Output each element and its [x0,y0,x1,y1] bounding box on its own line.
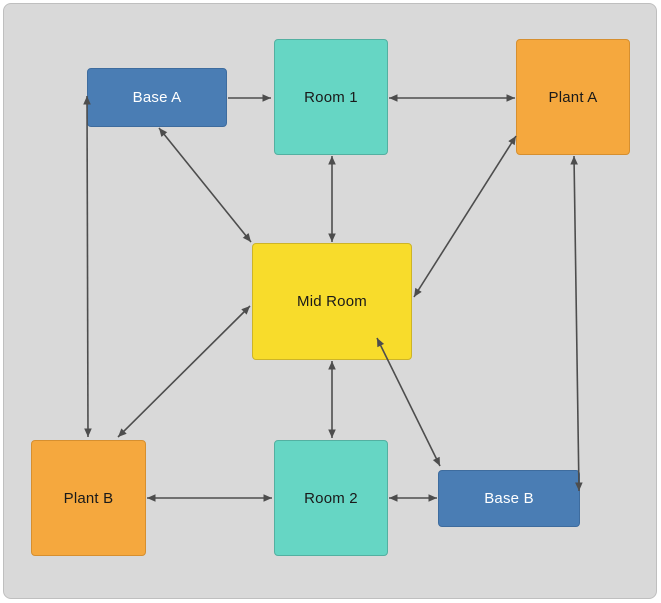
node-room-1[interactable]: Room 1 [274,39,388,155]
node-plant-a[interactable]: Plant A [516,39,630,155]
node-base-b[interactable]: Base B [438,470,580,527]
node-label: Mid Room [297,293,367,310]
node-label: Room 2 [304,489,358,507]
node-label: Plant B [63,489,114,507]
node-plant-b[interactable]: Plant B [31,440,146,556]
node-room-2[interactable]: Room 2 [274,440,388,556]
node-label: Plant A [548,88,598,106]
node-label: Room 1 [304,88,358,106]
node-mid-room[interactable]: Mid Room [252,243,412,360]
node-base-a[interactable]: Base A [87,68,227,127]
node-label: Base B [484,490,534,507]
node-label: Base A [132,89,182,106]
